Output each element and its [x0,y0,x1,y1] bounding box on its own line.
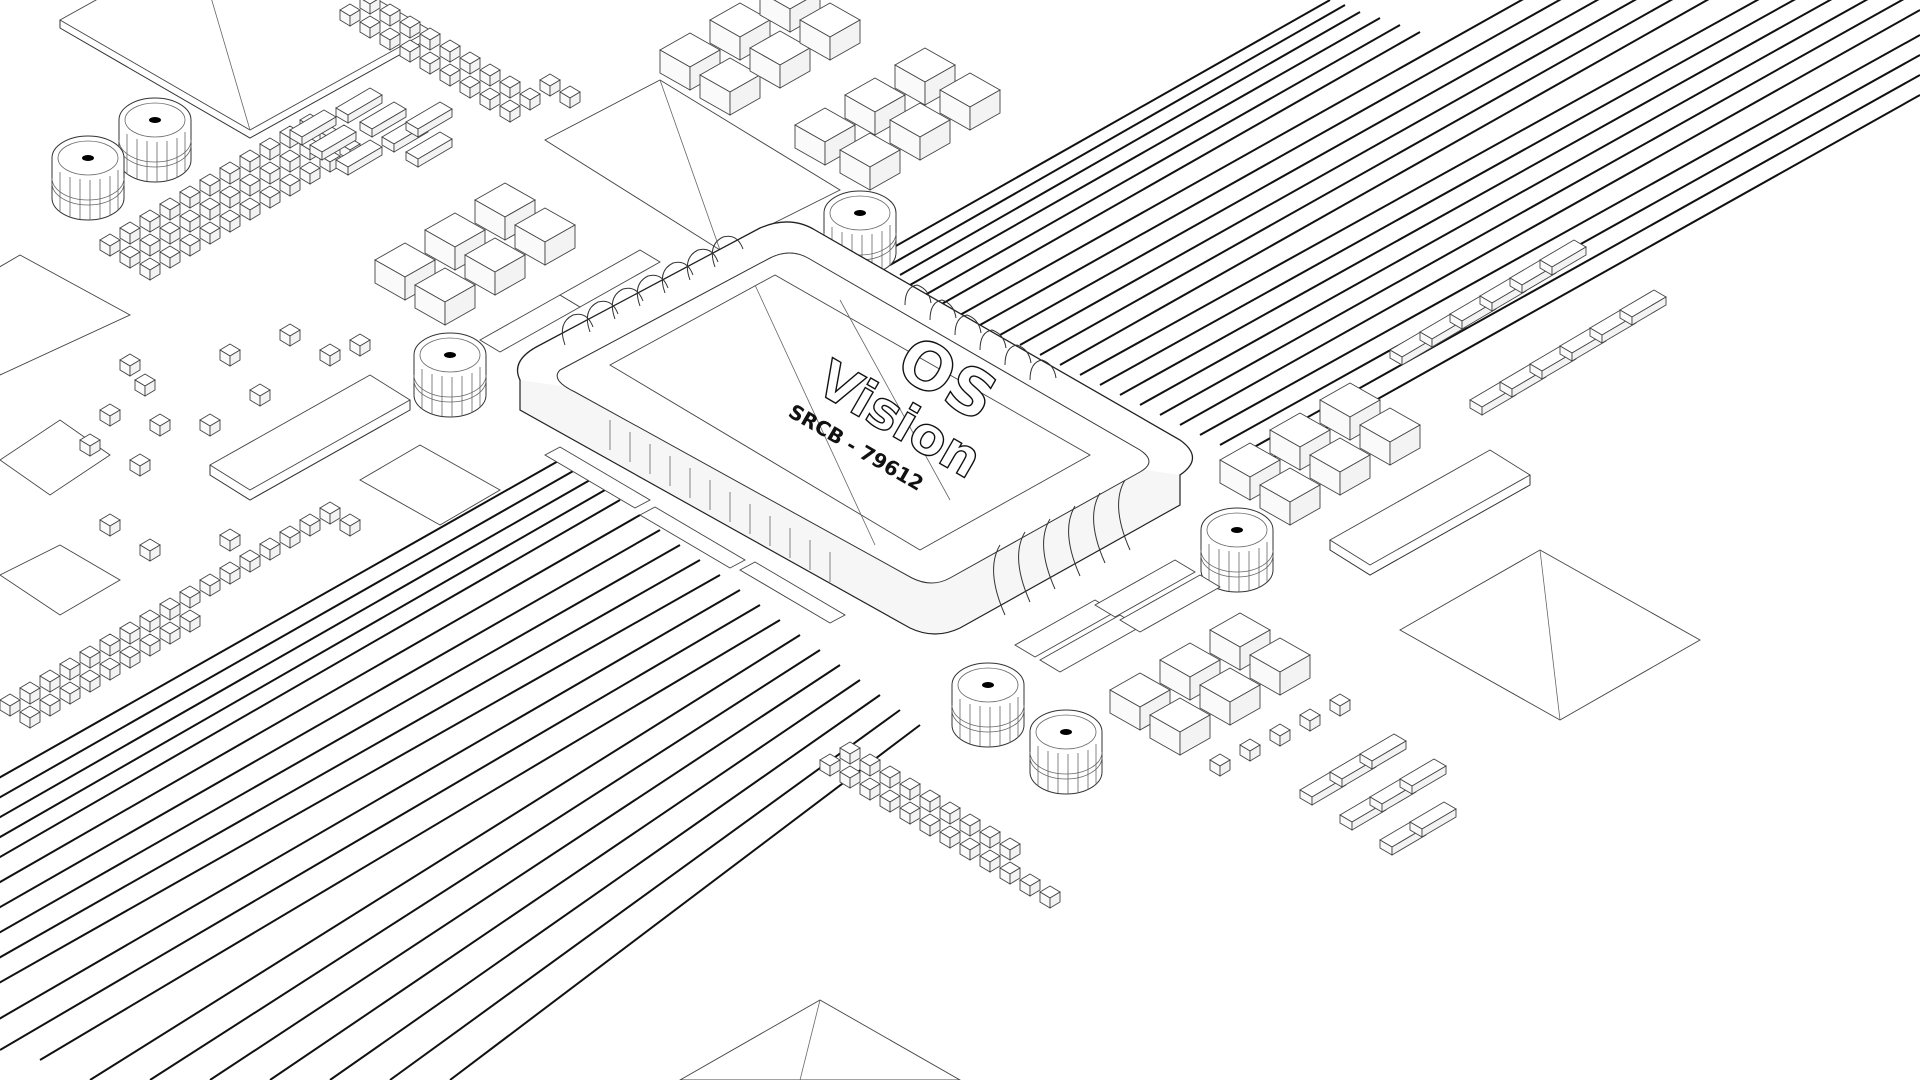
traces-upper-right [879,0,1920,466]
capacitor-5 [1200,507,1274,593]
pad-left [0,254,132,376]
pad-right [1399,549,1701,721]
ic-strip-right [1329,449,1531,576]
capacitor-7 [1029,709,1103,795]
capacitor-1 [118,97,192,183]
resistor-group-bottom-right [1299,733,1457,856]
ic-strip-left [209,374,411,501]
capacitor-6 [951,662,1025,748]
block-group-right [1219,382,1421,526]
traces-lower-left [0,446,921,1080]
resistor-group-top-left [289,87,453,176]
small-pad-left [0,419,501,616]
pad-bottom-center [679,999,961,1080]
smd-pads [479,249,1221,673]
pad-center-top [544,79,841,251]
cube-array-right [1389,239,1667,416]
cube-array-bottom-center [819,741,1061,909]
capacitor-4 [413,332,487,418]
main-chip: OS Vision SRCB - 79612 [516,221,1194,635]
capacitor-2 [51,135,125,221]
